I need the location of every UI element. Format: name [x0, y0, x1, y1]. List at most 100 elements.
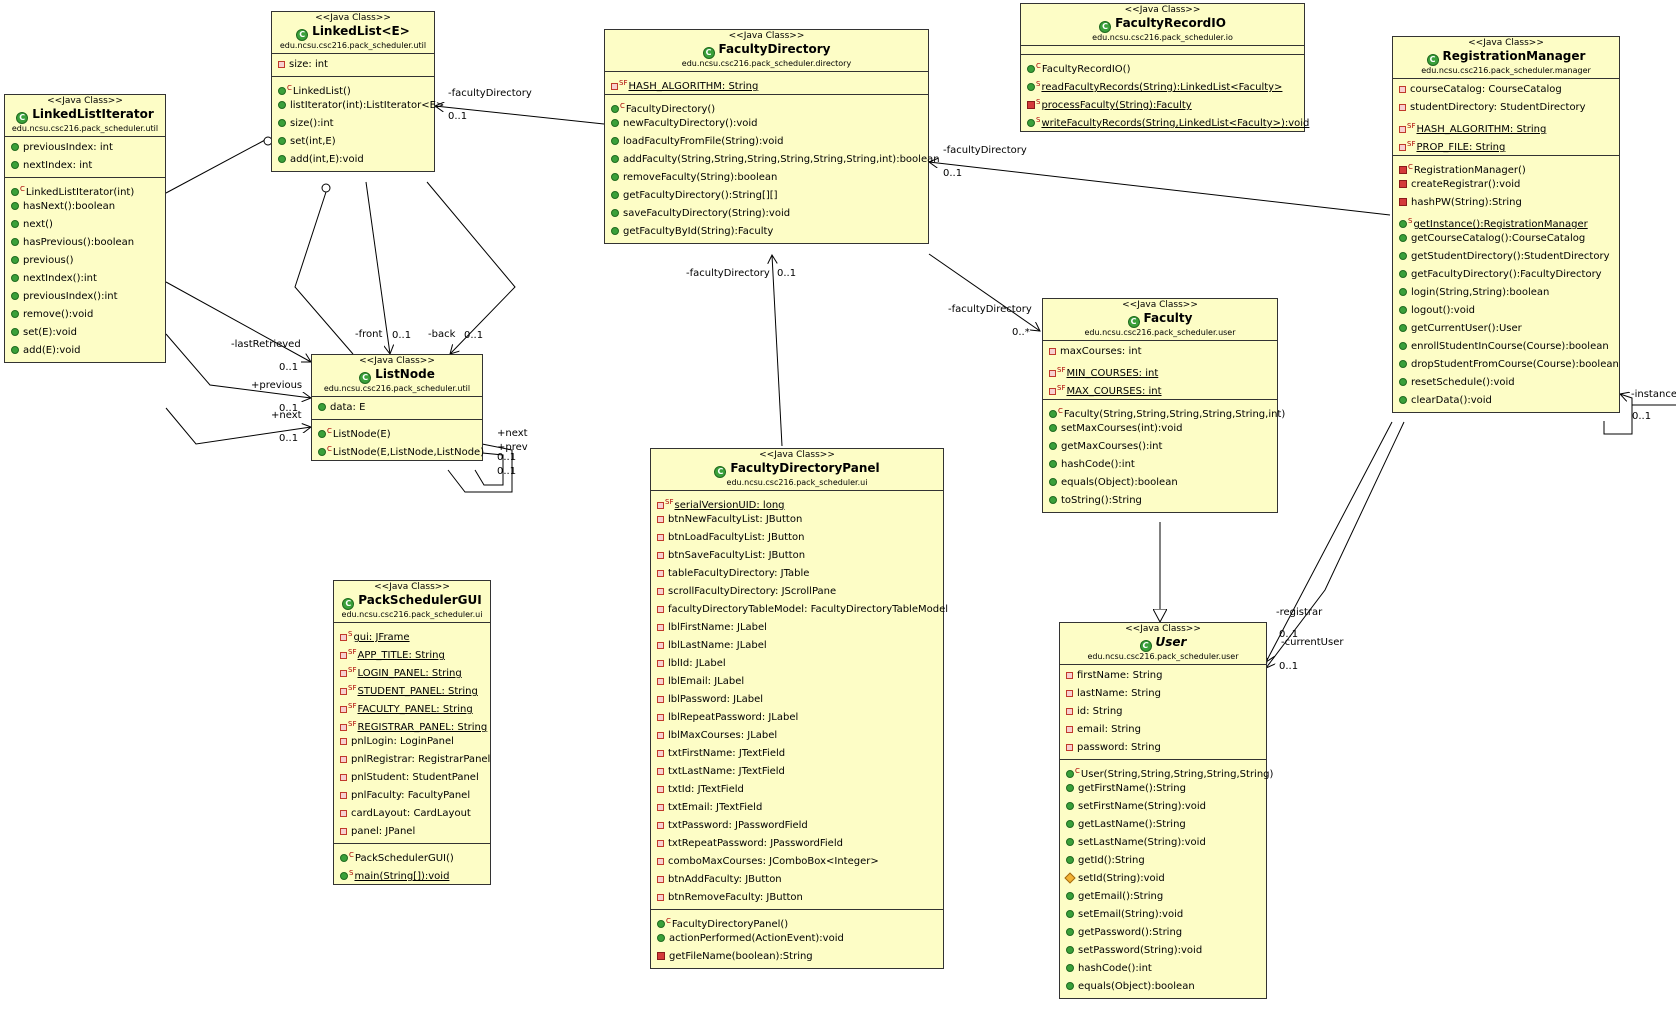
member-facultyrecordio[interactable]: CFacultyRecordIO(): [1021, 57, 1304, 75]
member-id-string[interactable]: id: String: [1060, 703, 1266, 721]
member-nextindex-int[interactable]: nextIndex():int: [5, 270, 165, 288]
member-setfirstname-string-void[interactable]: setFirstName(String):void: [1060, 798, 1266, 816]
member-btnaddfaculty-jbutton[interactable]: btnAddFaculty: JButton: [651, 871, 943, 889]
member-hash-algorithm-string[interactable]: SFHASH_ALGORITHM: String: [1393, 117, 1619, 135]
member-previousindex-int[interactable]: previousIndex():int: [5, 288, 165, 306]
member-add-e-void[interactable]: add(E):void: [5, 342, 165, 360]
member-max-courses-int[interactable]: SFMAX_COURSES: int: [1043, 379, 1277, 397]
member-getfilename-boolean-string[interactable]: getFileName(boolean):String: [651, 948, 943, 966]
member-txtpassword-jpasswordfield[interactable]: txtPassword: JPasswordField: [651, 817, 943, 835]
member-btnsavefacultylist-jbutton[interactable]: btnSaveFacultyList: JButton: [651, 547, 943, 565]
member-dropstudentfromcourse-course-boolean[interactable]: dropStudentFromCourse(Course):boolean: [1393, 356, 1619, 374]
member-lblid-jlabel[interactable]: lblId: JLabel: [651, 655, 943, 673]
member-lbllastname-jlabel[interactable]: lblLastName: JLabel: [651, 637, 943, 655]
member-getlastname-string[interactable]: getLastName():String: [1060, 816, 1266, 834]
member-tostring-string[interactable]: toString():String: [1043, 492, 1277, 510]
member-setmaxcourses-int-void[interactable]: setMaxCourses(int):void: [1043, 420, 1277, 438]
member-pnlfaculty-facultypanel[interactable]: pnlFaculty: FacultyPanel: [334, 787, 490, 805]
member-faculty-panel-string[interactable]: SFFACULTY_PANEL: String: [334, 697, 490, 715]
member-tablefacultydirectory-jtable[interactable]: tableFacultyDirectory: JTable: [651, 565, 943, 583]
member-getpassword-string[interactable]: getPassword():String: [1060, 924, 1266, 942]
member-processfaculty-string-faculty[interactable]: SprocessFaculty(String):Faculty: [1021, 93, 1304, 111]
member-getfirstname-string[interactable]: getFirstName():String: [1060, 780, 1266, 798]
member-loadfacultyfromfile-string-void[interactable]: loadFacultyFromFile(String):void: [605, 133, 928, 151]
member-firstname-string[interactable]: firstName: String: [1060, 667, 1266, 685]
member-pnllogin-loginpanel[interactable]: pnlLogin: LoginPanel: [334, 733, 490, 751]
member-lblpassword-jlabel[interactable]: lblPassword: JLabel: [651, 691, 943, 709]
member-equals-object-boolean[interactable]: equals(Object):boolean: [1060, 978, 1266, 996]
member-txtlastname-jtextfield[interactable]: txtLastName: JTextField: [651, 763, 943, 781]
member-txtrepeatpassword-jpasswordfield[interactable]: txtRepeatPassword: JPasswordField: [651, 835, 943, 853]
member-cardlayout-cardlayout[interactable]: cardLayout: CardLayout: [334, 805, 490, 823]
member-combomaxcourses-jcombobox-integer[interactable]: comboMaxCourses: JComboBox<Integer>: [651, 853, 943, 871]
member-listnode-e-listnode-listnode[interactable]: CListNode(E,ListNode,ListNode): [312, 440, 484, 458]
member-btnremovefaculty-jbutton[interactable]: btnRemoveFaculty: JButton: [651, 889, 943, 907]
member-serialversionuid-long[interactable]: SFserialVersionUID: long: [651, 493, 943, 511]
member-facultydirectorypanel[interactable]: CFacultyDirectoryPanel(): [651, 912, 943, 930]
member-getfacultydirectory-string[interactable]: getFacultyDirectory():String[][]: [605, 187, 928, 205]
member-hasprevious-boolean[interactable]: hasPrevious():boolean: [5, 234, 165, 252]
member-add-int-e-void[interactable]: add(int,E):void: [272, 151, 434, 169]
member-listiterator-int-listiterator-e[interactable]: listIterator(int):ListIterator<E>: [272, 97, 444, 115]
member-getfacultybyid-string-faculty[interactable]: getFacultyById(String):Faculty: [605, 223, 928, 241]
member-login-string-string-boolean[interactable]: login(String,String):boolean: [1393, 284, 1619, 302]
member-lastname-string[interactable]: lastName: String: [1060, 685, 1266, 703]
member-pnlregistrar-registrarpanel[interactable]: pnlRegistrar: RegistrarPanel: [334, 751, 490, 769]
member-getid-string[interactable]: getId():String: [1060, 852, 1266, 870]
member-logout-void[interactable]: logout():void: [1393, 302, 1619, 320]
member-lblrepeatpassword-jlabel[interactable]: lblRepeatPassword: JLabel: [651, 709, 943, 727]
member-packschedulergui[interactable]: CPackSchedulerGUI(): [334, 846, 490, 864]
member-lblmaxcourses-jlabel[interactable]: lblMaxCourses: JLabel: [651, 727, 943, 745]
member-lblemail-jlabel[interactable]: lblEmail: JLabel: [651, 673, 943, 691]
member-hashcode-int[interactable]: hashCode():int: [1060, 960, 1266, 978]
member-hash-algorithm-string[interactable]: SFHASH_ALGORITHM: String: [605, 74, 928, 92]
member-main-string-void[interactable]: Smain(String[]):void: [334, 864, 490, 882]
member-student-panel-string[interactable]: SFSTUDENT_PANEL: String: [334, 679, 490, 697]
member-actionperformed-actionevent-void[interactable]: actionPerformed(ActionEvent):void: [651, 930, 943, 948]
member-txtid-jtextfield[interactable]: txtId: JTextField: [651, 781, 943, 799]
member-studentdirectory-studentdirectory[interactable]: studentDirectory: StudentDirectory: [1393, 99, 1619, 117]
member-nextindex-int[interactable]: nextIndex: int: [5, 157, 165, 175]
member-cleardata-void[interactable]: clearData():void: [1393, 392, 1619, 410]
member-panel-jpanel[interactable]: panel: JPanel: [334, 823, 490, 841]
member-facultydirectorytablemodel-facultydirect[interactable]: facultyDirectoryTableModel: FacultyDirec…: [651, 601, 948, 619]
member-getmaxcourses-int[interactable]: getMaxCourses():int: [1043, 438, 1277, 456]
member-btnnewfacultylist-jbutton[interactable]: btnNewFacultyList: JButton: [651, 511, 943, 529]
member-setlastname-string-void[interactable]: setLastName(String):void: [1060, 834, 1266, 852]
member-next[interactable]: next(): [5, 216, 165, 234]
member-getinstance-registrationmanager[interactable]: SgetInstance():RegistrationManager: [1393, 212, 1619, 230]
member-removefaculty-string-boolean[interactable]: removeFaculty(String):boolean: [605, 169, 928, 187]
member-hashpw-string-string[interactable]: hashPW(String):String: [1393, 194, 1619, 212]
member-newfacultydirectory-void[interactable]: newFacultyDirectory():void: [605, 115, 928, 133]
member-coursecatalog-coursecatalog[interactable]: courseCatalog: CourseCatalog: [1393, 81, 1619, 99]
member-email-string[interactable]: email: String: [1060, 721, 1266, 739]
member-app-title-string[interactable]: SFAPP_TITLE: String: [334, 643, 490, 661]
member-setemail-string-void[interactable]: setEmail(String):void: [1060, 906, 1266, 924]
member-registrationmanager[interactable]: CRegistrationManager(): [1393, 158, 1619, 176]
member-setid-string-void[interactable]: setId(String):void: [1060, 870, 1266, 888]
member-registrar-panel-string[interactable]: SFREGISTRAR_PANEL: String: [334, 715, 490, 733]
member-enrollstudentincourse-course-boolean[interactable]: enrollStudentInCourse(Course):boolean: [1393, 338, 1619, 356]
member-getcurrentuser-user[interactable]: getCurrentUser():User: [1393, 320, 1619, 338]
member-gui-jframe[interactable]: Sgui: JFrame: [334, 625, 490, 643]
member-hasnext-boolean[interactable]: hasNext():boolean: [5, 198, 165, 216]
member-previous[interactable]: previous(): [5, 252, 165, 270]
member-lblfirstname-jlabel[interactable]: lblFirstName: JLabel: [651, 619, 943, 637]
member-txtemail-jtextfield[interactable]: txtEmail: JTextField: [651, 799, 943, 817]
member-prop-file-string[interactable]: SFPROP_FILE: String: [1393, 135, 1619, 153]
member-scrollfacultydirectory-jscrollpane[interactable]: scrollFacultyDirectory: JScrollPane: [651, 583, 943, 601]
member-setpassword-string-void[interactable]: setPassword(String):void: [1060, 942, 1266, 960]
member-maxcourses-int[interactable]: maxCourses: int: [1043, 343, 1277, 361]
member-linkedlist[interactable]: CLinkedList(): [272, 79, 434, 97]
member-writefacultyrecords-string-linkedlist-fa[interactable]: SwriteFacultyRecords(String,LinkedList<F…: [1021, 111, 1309, 129]
member-getemail-string[interactable]: getEmail():String: [1060, 888, 1266, 906]
member-remove-void[interactable]: remove():void: [5, 306, 165, 324]
